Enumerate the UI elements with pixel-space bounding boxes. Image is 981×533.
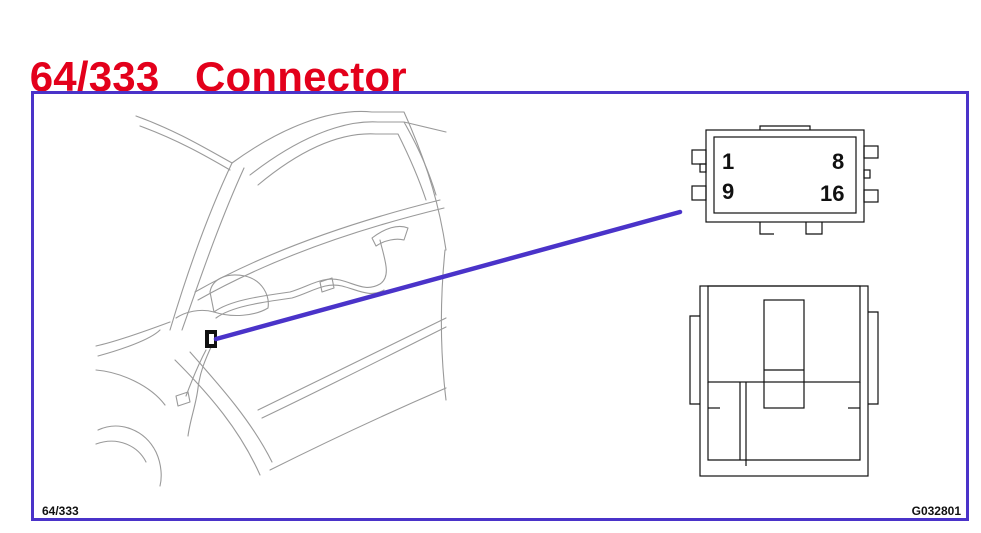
wire-harness — [213, 239, 387, 313]
a-pillar-outer — [169, 162, 233, 331]
door-bottom — [269, 387, 447, 471]
side-view-left-tab — [689, 315, 700, 405]
left-tab-top — [691, 149, 707, 165]
roof-line — [135, 115, 233, 164]
leader-line — [213, 209, 683, 342]
door-connector-slot — [209, 334, 214, 344]
connector-top-latch — [759, 125, 811, 130]
door-crease-2 — [261, 326, 447, 419]
rear-roof-line — [403, 121, 447, 133]
right-tab-bottom — [863, 189, 879, 203]
door-front-edge-inner — [189, 351, 273, 463]
figure-ref-right: G032801 — [911, 504, 961, 518]
belt-line-2 — [197, 207, 445, 301]
pin-label-8: 8 — [832, 149, 844, 174]
connector-face-outer — [705, 129, 865, 223]
wire-clip-2 — [319, 277, 335, 293]
door-crease — [257, 317, 447, 411]
figure-ref-left: 64/333 — [42, 504, 79, 518]
fender-line — [95, 369, 166, 406]
b-pillar-outer — [371, 111, 447, 251]
side-mirror — [209, 274, 269, 317]
wire-down — [187, 344, 213, 437]
bottom-latch-left — [759, 222, 774, 235]
a-pillar-top — [231, 110, 373, 164]
pin-label-1: 1 — [722, 149, 734, 174]
mirror-base — [175, 309, 215, 319]
door-front-edge — [174, 359, 261, 476]
side-view-latch — [763, 299, 805, 409]
fender-top-2 — [95, 321, 171, 347]
door-rear-edge — [440, 249, 447, 401]
connector-face-inner — [713, 136, 857, 214]
door-connector — [205, 330, 217, 348]
wheel-arch — [97, 425, 162, 487]
window-frame-inner — [257, 133, 427, 201]
car-door-drawing — [95, 110, 447, 487]
side-view-right-tab — [868, 311, 879, 405]
right-tab-top — [863, 145, 879, 159]
window-frame-outer — [249, 121, 437, 196]
pin-label-16: 16 — [820, 181, 844, 206]
bottom-latch-right — [805, 222, 823, 235]
left-tab-bottom — [691, 185, 707, 201]
wire-clip — [175, 391, 191, 407]
side-view-lower-frame — [707, 382, 861, 461]
connector-side-view — [689, 285, 879, 477]
pin-label-9: 9 — [722, 179, 734, 204]
wheel-arch-inner — [95, 440, 147, 463]
diagram-frame — [31, 91, 969, 521]
side-view-outer — [699, 285, 869, 477]
left-tab-small — [699, 163, 707, 173]
right-tab-small — [863, 169, 871, 179]
connector-face-view — [691, 125, 879, 235]
wire-harness-2 — [215, 284, 385, 319]
side-view-upper — [707, 285, 861, 383]
a-pillar-inner — [181, 167, 245, 331]
roof-inner-line — [139, 125, 231, 171]
fender-top — [97, 329, 161, 357]
door-handle — [371, 225, 409, 247]
